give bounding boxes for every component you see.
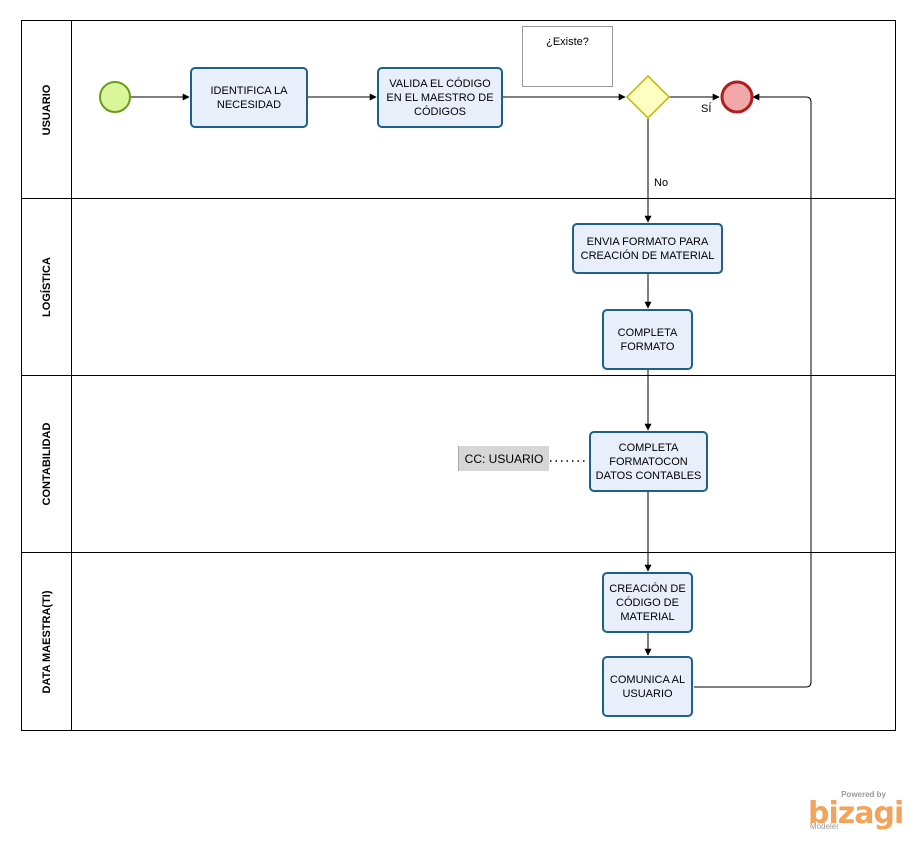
lane-data-maestra: DATA MAESTRA(TI): [21, 552, 896, 731]
logo-product: Modeler: [810, 822, 839, 831]
annotation-existe: ¿Existe?: [522, 26, 613, 87]
task-comunica-usuario[interactable]: COMUNICA AL USUARIO: [602, 656, 693, 717]
logo-powered-text: Powered by: [841, 790, 886, 799]
lane-header: DATA MAESTRA(TI): [22, 553, 72, 730]
logo-brand: bizagi: [808, 796, 904, 831]
flow-comunica-to-end: [694, 93, 812, 688]
lane-logistica: LOGÍSTICA: [21, 198, 896, 376]
task-creacion-codigo[interactable]: CREACIÓN DE CÓDIGO DE MATERIAL: [602, 572, 693, 633]
lane-header: LOGÍSTICA: [22, 199, 72, 375]
flow-label-si: SÍ: [701, 103, 712, 115]
task-completa-formato[interactable]: COMPLETA FORMATO: [602, 309, 693, 370]
lane-header: USUARIO: [22, 21, 72, 198]
task-identifica-necesidad[interactable]: IDENTIFICA LA NECESIDAD: [190, 67, 308, 128]
task-valida-codigo[interactable]: VALIDA EL CÓDIGO EN EL MAESTRO DE CÓDIGO…: [377, 67, 503, 128]
lane-header: CONTABILIDAD: [22, 376, 72, 552]
task-envia-formato[interactable]: ENVIA FORMATO PARA CREACIÓN DE MATERIAL: [572, 223, 723, 274]
task-completa-datos-contables[interactable]: COMPLETA FORMATOCON DATOS CONTABLES: [589, 431, 708, 492]
exclusive-gateway[interactable]: [625, 74, 671, 120]
end-event[interactable]: [720, 80, 754, 114]
bizagi-logo: Powered by bizagi Modeler: [808, 790, 904, 831]
start-event[interactable]: [99, 81, 131, 113]
flow-label-no: No: [654, 177, 669, 189]
annotation-cc-usuario: CC: USUARIO: [458, 446, 549, 471]
